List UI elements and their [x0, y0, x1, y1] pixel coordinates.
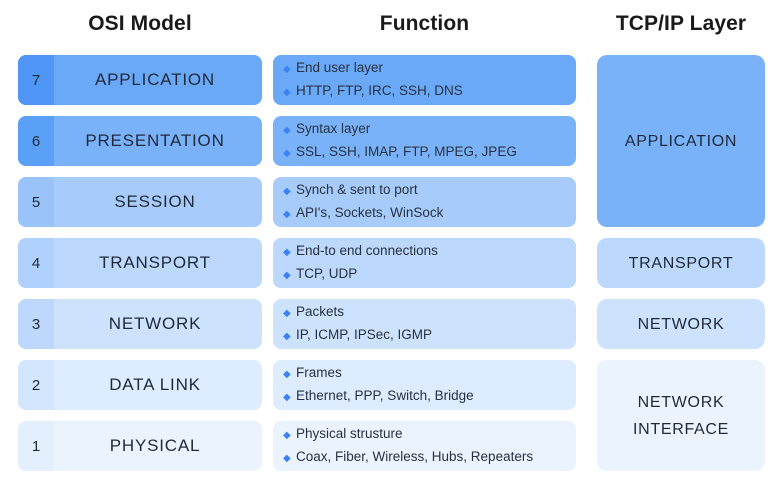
function-text: IP, ICMP, IPSec, IGMP [296, 327, 433, 342]
osi-layer-number: 3 [18, 299, 54, 349]
diamond-bullet-icon: ◆ [283, 209, 291, 220]
diamond-bullet-icon: ◆ [283, 430, 291, 441]
tcpip-layer-label: NETWORK [637, 315, 725, 333]
function-text: End-to end connections [296, 243, 438, 258]
osi-layer-application[interactable]: 7 APPLICATION [18, 55, 262, 105]
diamond-bullet-icon: ◆ [283, 453, 291, 464]
function-box[interactable]: ◆ Frames ◆ Ethernet, PPP, Switch, Bridge [273, 360, 576, 410]
tcpip-layer-label: TRANSPORT [628, 254, 734, 272]
osi-layer-number: 1 [18, 421, 54, 471]
osi-layer-number: 4 [18, 238, 54, 288]
osi-layer-presentation[interactable]: 6 PRESENTATION [18, 116, 262, 166]
function-box[interactable]: ◆ Syntax layer ◆ SSL, SSH, IMAP, FTP, MPEG,… [273, 116, 576, 166]
function-bullet-line: ◆ End user layer [283, 58, 568, 79]
function-box[interactable]: ◆ End-to end connections ◆ TCP, UDP [273, 238, 576, 288]
function-bullet-line: ◆ Physical strusture [283, 424, 568, 445]
osi-layer-row: 5 SESSION ◆ Synch & sent to port ◆ API's, Soc… [0, 177, 782, 227]
tcpip-layer-network-interface[interactable]: NETWORK INTERFACE [597, 360, 765, 471]
function-bullet-line: ◆ HTTP, FTP, IRC, SSH, DNS [283, 81, 568, 102]
function-text: Syntax layer [296, 121, 371, 136]
osi-layer-name: PHYSICAL [109, 436, 201, 455]
function-column-title: Function [379, 12, 470, 35]
function-text: Physical strusture [296, 426, 403, 441]
osi-layer-number: 5 [18, 177, 54, 227]
function-text: TCP, UDP [296, 266, 358, 281]
osi-layer-row: 6 PRESENTATION ◆ Syntax layer ◆ SSL, SSH, IMA… [0, 116, 782, 166]
function-text: SSL, SSH, IMAP, FTP, MPEG, JPEG [296, 144, 517, 159]
function-bullet-line: ◆ SSL, SSH, IMAP, FTP, MPEG, JPEG [283, 142, 568, 163]
function-bullet-line: ◆ Synch & sent to port [283, 180, 568, 201]
function-text: Synch & sent to port [296, 182, 418, 197]
diamond-bullet-icon: ◆ [283, 369, 291, 380]
diamond-bullet-icon: ◆ [283, 392, 291, 403]
tcpip-layer-label: APPLICATION [624, 132, 738, 150]
diamond-bullet-icon: ◆ [283, 87, 291, 98]
column-headers: OSI Model Function TCP/IP Layer [0, 12, 782, 46]
osi-layer-network[interactable]: 3 NETWORK [18, 299, 262, 349]
tcpip-layer-application[interactable]: APPLICATION [597, 55, 765, 227]
function-bullet-line: ◆ IP, ICMP, IPSec, IGMP [283, 325, 568, 346]
osi-layer-physical[interactable]: 1 PHYSICAL [18, 421, 262, 471]
osi-layer-number: 2 [18, 360, 54, 410]
osi-layer-name: NETWORK [108, 314, 202, 333]
tcpip-layer-stack: APPLICATION TRANSPORT NETWORK NETWORK INTER… [0, 55, 782, 475]
osi-layer-transport[interactable]: 4 TRANSPORT [18, 238, 262, 288]
osi-layer-name: DATA LINK [109, 375, 201, 394]
function-text: Packets [296, 304, 345, 319]
osi-layer-row: 1 PHYSICAL ◆ Physical strusture ◆ Coax, Fiber… [0, 421, 782, 471]
function-text: End user layer [296, 60, 384, 75]
function-box[interactable]: ◆ Physical strusture ◆ Coax, Fiber, Wireles… [273, 421, 576, 471]
diamond-bullet-icon: ◆ [283, 148, 291, 159]
diamond-bullet-icon: ◆ [283, 247, 291, 258]
function-box[interactable]: ◆ Synch & sent to port ◆ API's, Sockets, Wi… [273, 177, 576, 227]
diamond-bullet-icon: ◆ [283, 125, 291, 136]
osi-layer-name: APPLICATION [95, 70, 215, 89]
function-bullet-line: ◆ Ethernet, PPP, Switch, Bridge [283, 386, 568, 407]
function-bullet-line: ◆ TCP, UDP [283, 264, 568, 285]
osi-layer-number: 7 [18, 55, 54, 105]
osi-layer-data-link[interactable]: 2 DATA LINK [18, 360, 262, 410]
function-box[interactable]: ◆ End user layer ◆ HTTP, FTP, IRC, SSH, DNS [273, 55, 576, 105]
tcpip-column-title: TCP/IP Layer [615, 12, 747, 35]
function-box[interactable]: ◆ Packets ◆ IP, ICMP, IPSec, IGMP [273, 299, 576, 349]
function-bullet-line: ◆ Syntax layer [283, 119, 568, 140]
osi-layer-name: PRESENTATION [85, 131, 225, 150]
diamond-bullet-icon: ◆ [283, 186, 291, 197]
osi-layer-row: 4 TRANSPORT ◆ End-to end connections ◆ TCP, U… [0, 238, 782, 288]
diamond-bullet-icon: ◆ [283, 64, 291, 75]
diamond-bullet-icon: ◆ [283, 308, 291, 319]
osi-layer-name: TRANSPORT [99, 253, 211, 272]
function-bullet-line: ◆ Frames [283, 363, 568, 384]
function-text: Coax, Fiber, Wireless, Hubs, Repeaters [296, 449, 534, 464]
osi-layer-number: 6 [18, 116, 54, 166]
tcpip-layer-label: NETWORK INTERFACE [632, 393, 730, 438]
function-bullet-line: ◆ Packets [283, 302, 568, 323]
function-bullet-line: ◆ End-to end connections [283, 241, 568, 262]
function-bullet-line: ◆ Coax, Fiber, Wireless, Hubs, Repeaters [283, 447, 568, 468]
function-text: Ethernet, PPP, Switch, Bridge [296, 388, 474, 403]
function-text: HTTP, FTP, IRC, SSH, DNS [296, 83, 463, 98]
osi-layer-name: SESSION [114, 192, 196, 211]
osi-layer-row: 2 DATA LINK ◆ Frames ◆ Ethernet, PPP, Switch,… [0, 360, 782, 410]
function-text: Frames [296, 365, 342, 380]
diamond-bullet-icon: ◆ [283, 331, 291, 342]
tcpip-layer-network[interactable]: NETWORK [597, 299, 765, 349]
function-bullet-line: ◆ API's, Sockets, WinSock [283, 203, 568, 224]
tcpip-layer-transport[interactable]: TRANSPORT [597, 238, 765, 288]
function-text: API's, Sockets, WinSock [296, 205, 444, 220]
osi-layer-row: 7 APPLICATION ◆ End user layer ◆ HTTP, FTP, I… [0, 55, 782, 105]
osi-column-title: OSI Model [88, 12, 192, 35]
osi-layer-session[interactable]: 5 SESSION [18, 177, 262, 227]
osi-layer-row: 3 NETWORK ◆ Packets ◆ IP, ICMP, IPSec, IGMP [0, 299, 782, 349]
diamond-bullet-icon: ◆ [283, 270, 291, 281]
